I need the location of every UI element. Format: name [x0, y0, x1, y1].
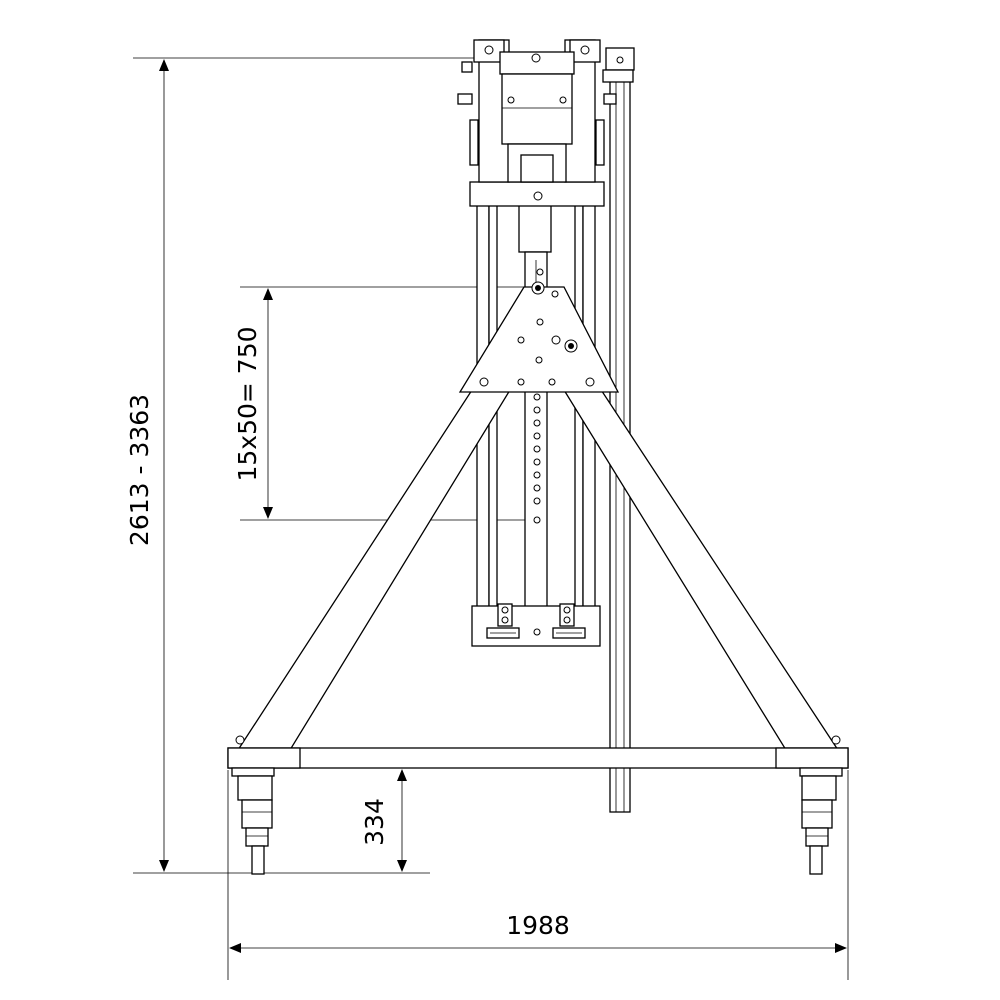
gusset-plate	[458, 268, 620, 393]
dimension-base-width: 1988	[227, 770, 849, 980]
adjustment-holes	[533, 393, 541, 524]
lower-clamp	[471, 603, 601, 647]
dimension-base-width-label: 1988	[506, 911, 570, 940]
base-beam	[227, 735, 849, 769]
caster-right	[799, 767, 843, 875]
dimension-wheel-height-label: 334	[360, 798, 389, 846]
head-assembly	[457, 39, 617, 207]
dimension-height-range: 2613 - 3363	[125, 57, 478, 874]
caster-left	[231, 767, 275, 875]
dimension-adjust-range-label: 15x50= 750	[233, 326, 262, 481]
dimension-height-range-label: 2613 - 3363	[125, 394, 154, 546]
dimension-wheel-height: 334	[262, 769, 430, 874]
dimension-adjust-range: 15x50= 750	[233, 286, 536, 521]
